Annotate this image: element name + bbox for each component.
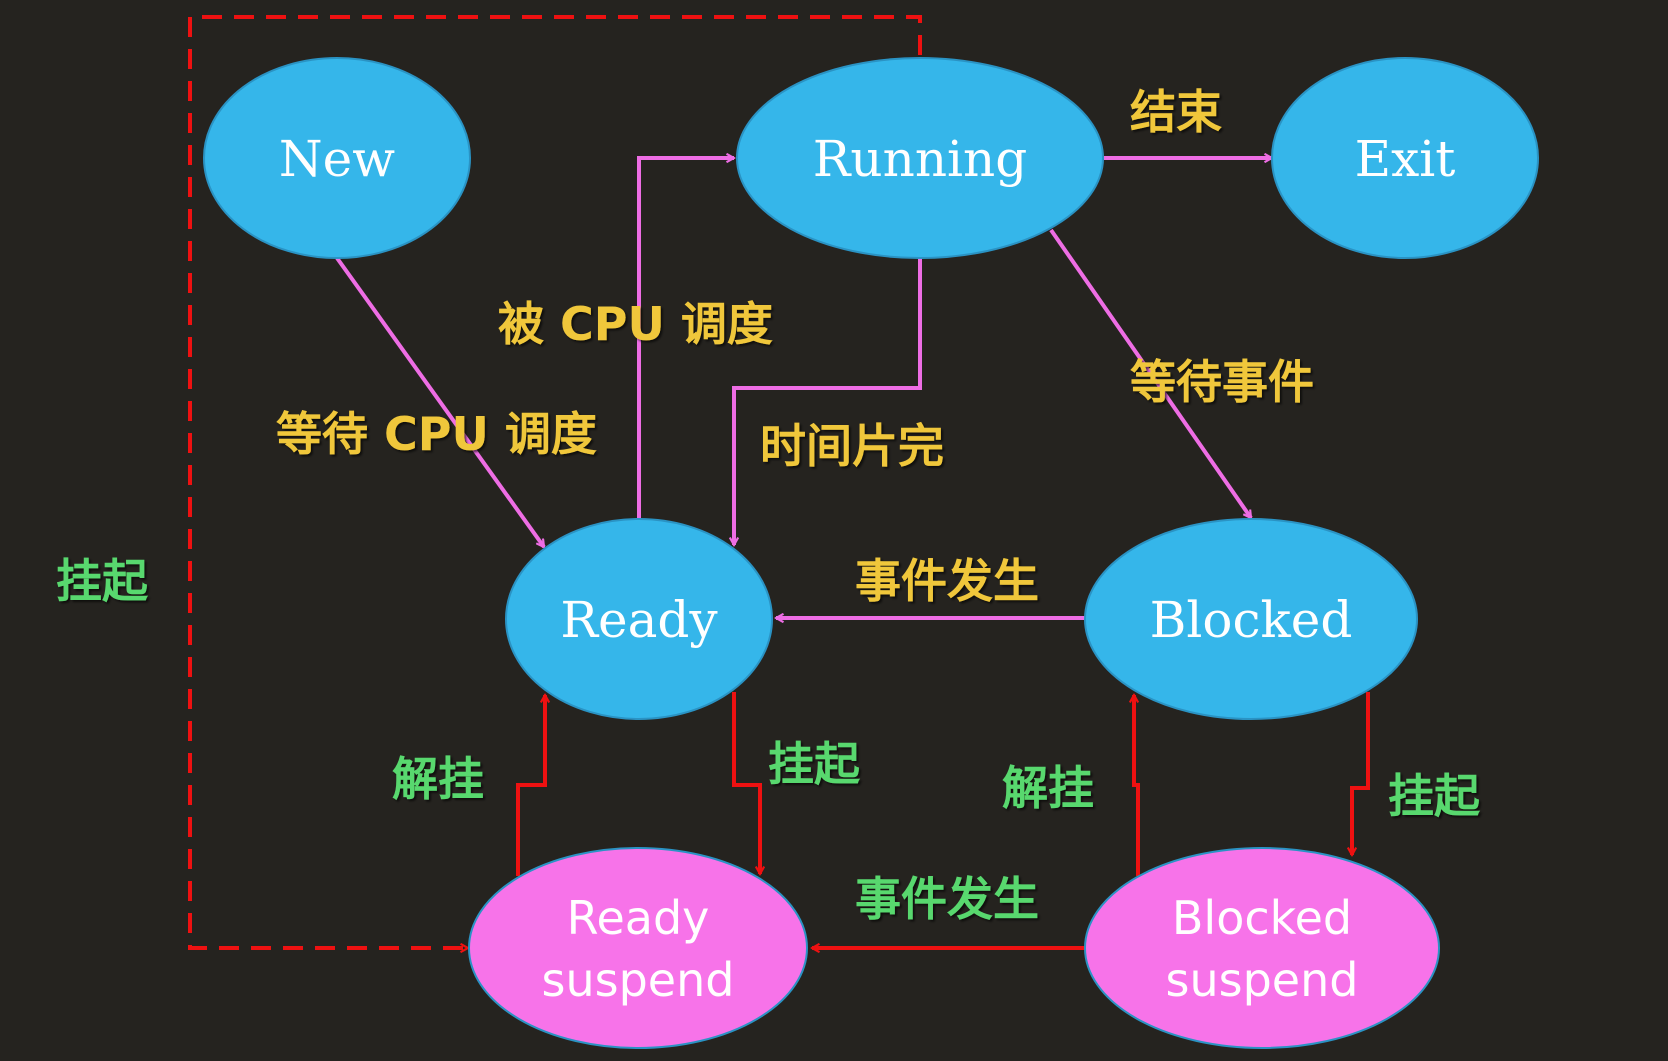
- node-blocked-label: Blocked: [1150, 591, 1353, 649]
- edge-running-to-blocked: [1049, 228, 1253, 518]
- edge-new-to-ready: [335, 256, 546, 547]
- node-blocked-suspend: Blocked suspend: [1084, 847, 1440, 1049]
- node-blocked-suspend-label-line2: suspend: [1166, 953, 1359, 1007]
- node-running-label: Running: [813, 130, 1027, 188]
- node-blocked: Blocked: [1084, 518, 1418, 720]
- node-exit-label: Exit: [1355, 130, 1456, 188]
- edge-ready-to-ready-suspend: [732, 692, 760, 874]
- label-new-ready: 等待 CPU 调度: [276, 407, 597, 461]
- label-ready-running: 被 CPU 调度: [498, 297, 773, 351]
- node-running: Running: [736, 57, 1104, 259]
- label-running-ready: 时间片完: [760, 419, 944, 473]
- label-new-ready-suspend: 挂起: [56, 554, 149, 608]
- node-new-label: New: [279, 130, 395, 188]
- node-ready-label: Ready: [560, 591, 718, 649]
- label-running-blocked: 等待事件: [1130, 355, 1314, 409]
- edge-running-to-ready: [734, 258, 922, 545]
- label-running-exit: 结束: [1130, 85, 1222, 139]
- label-blocked-blocked-suspend: 挂起: [1388, 769, 1481, 823]
- node-new: New: [203, 57, 471, 259]
- node-exit: Exit: [1271, 57, 1539, 259]
- node-ready: Ready: [505, 518, 773, 720]
- node-blocked-suspend-label-line1: Blocked: [1172, 891, 1352, 945]
- edge-new-to-ready-suspend: [188, 15, 922, 948]
- edge-ready-suspend-to-ready: [516, 695, 545, 876]
- node-ready-suspend: Ready suspend: [468, 847, 808, 1049]
- label-blocked-suspend-ready-suspend: 事件发生: [855, 872, 1039, 926]
- label-ready-ready-suspend: 挂起: [768, 737, 861, 791]
- label-blocked-suspend-blocked: 解挂: [1002, 761, 1094, 815]
- label-blocked-ready: 事件发生: [855, 554, 1039, 608]
- label-ready-suspend-ready: 解挂: [392, 752, 484, 806]
- edge-blocked-suspend-to-blocked: [1134, 695, 1140, 876]
- node-ready-suspend-label-line1: Ready: [567, 891, 710, 945]
- node-ready-suspend-label-line2: suspend: [542, 953, 735, 1007]
- edge-blocked-to-blocked-suspend: [1352, 692, 1370, 855]
- edge-ready-to-running: [637, 158, 734, 519]
